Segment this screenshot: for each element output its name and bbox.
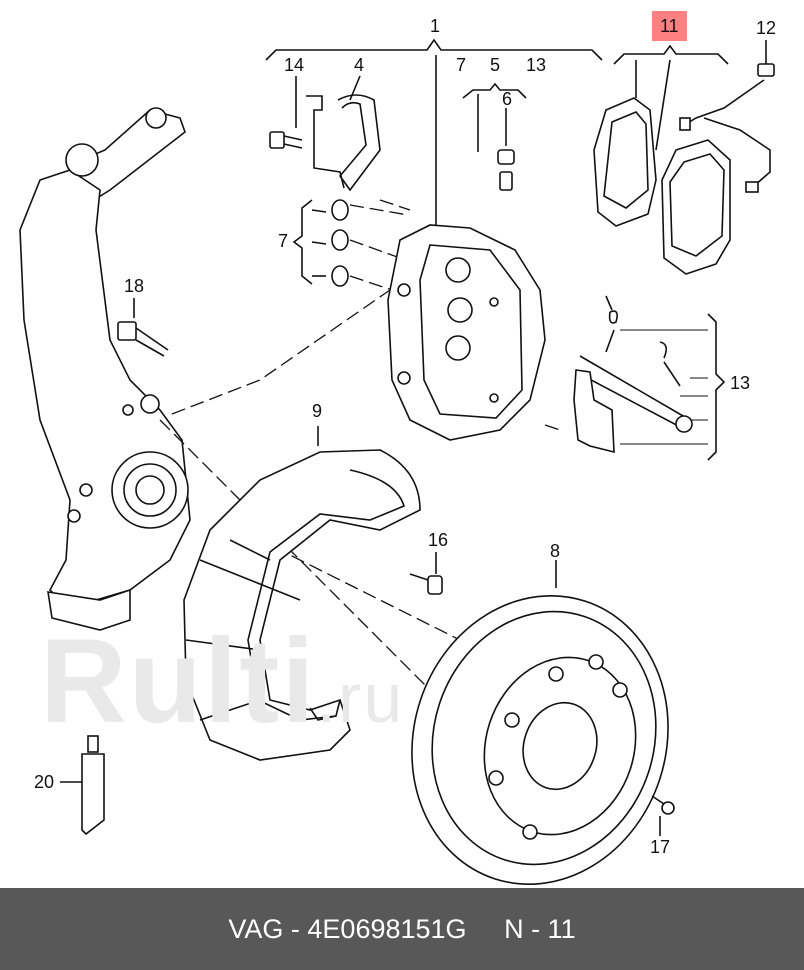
callout-1: 1 (430, 16, 441, 36)
footer-separator: - (283, 913, 308, 944)
callout-17: 17 (650, 837, 671, 857)
brake-pads (593, 97, 731, 275)
bolt-16 (409, 552, 443, 595)
callout-11-bracket (613, 44, 729, 151)
callout-20: 20 (34, 772, 55, 792)
brake-line-bracket (306, 75, 381, 192)
dust-shield (183, 426, 421, 761)
footer-part-number: 4E0698151G (307, 913, 467, 944)
callout-5: 5 (490, 55, 501, 75)
callout-13-right: 13 (730, 373, 751, 393)
callout-14: 14 (284, 55, 305, 75)
callout-16: 16 (428, 530, 449, 550)
callout-1-bracket (265, 38, 603, 225)
footer-gap (467, 914, 505, 945)
callout-7-top: 7 (456, 55, 467, 75)
callout-4: 4 (354, 55, 365, 75)
callout-7-bracket (292, 199, 313, 285)
steering-knuckle (19, 107, 191, 631)
footer-position: N - 11 (504, 913, 576, 944)
sealant-tube (60, 735, 105, 836)
o-rings (311, 199, 409, 291)
pad-spring-kit (573, 295, 708, 454)
part-footer: VAG - 4E0698151G N - 11 (0, 888, 804, 970)
bolt-18 (117, 298, 169, 357)
callout-12: 12 (756, 18, 777, 38)
footer-brand: VAG (228, 913, 284, 944)
callout-11-highlighted: 11 (652, 11, 687, 41)
callout-8: 8 (550, 541, 561, 561)
callout-9: 9 (312, 401, 323, 421)
brake-caliper (387, 224, 546, 441)
brake-assembly-diagram (19, 38, 775, 886)
callout-13-bracket (707, 313, 726, 461)
wear-sensor (679, 40, 775, 193)
callout-6: 6 (502, 89, 513, 109)
callout-7-left: 7 (278, 231, 289, 251)
callout-5-bracket (462, 82, 527, 99)
bolt-14 (269, 76, 303, 149)
bleed-valve (497, 108, 515, 191)
callout-18: 18 (124, 276, 145, 296)
bolt-17 (651, 795, 675, 836)
callout-13-top: 13 (526, 55, 547, 75)
brake-disc (411, 560, 669, 886)
